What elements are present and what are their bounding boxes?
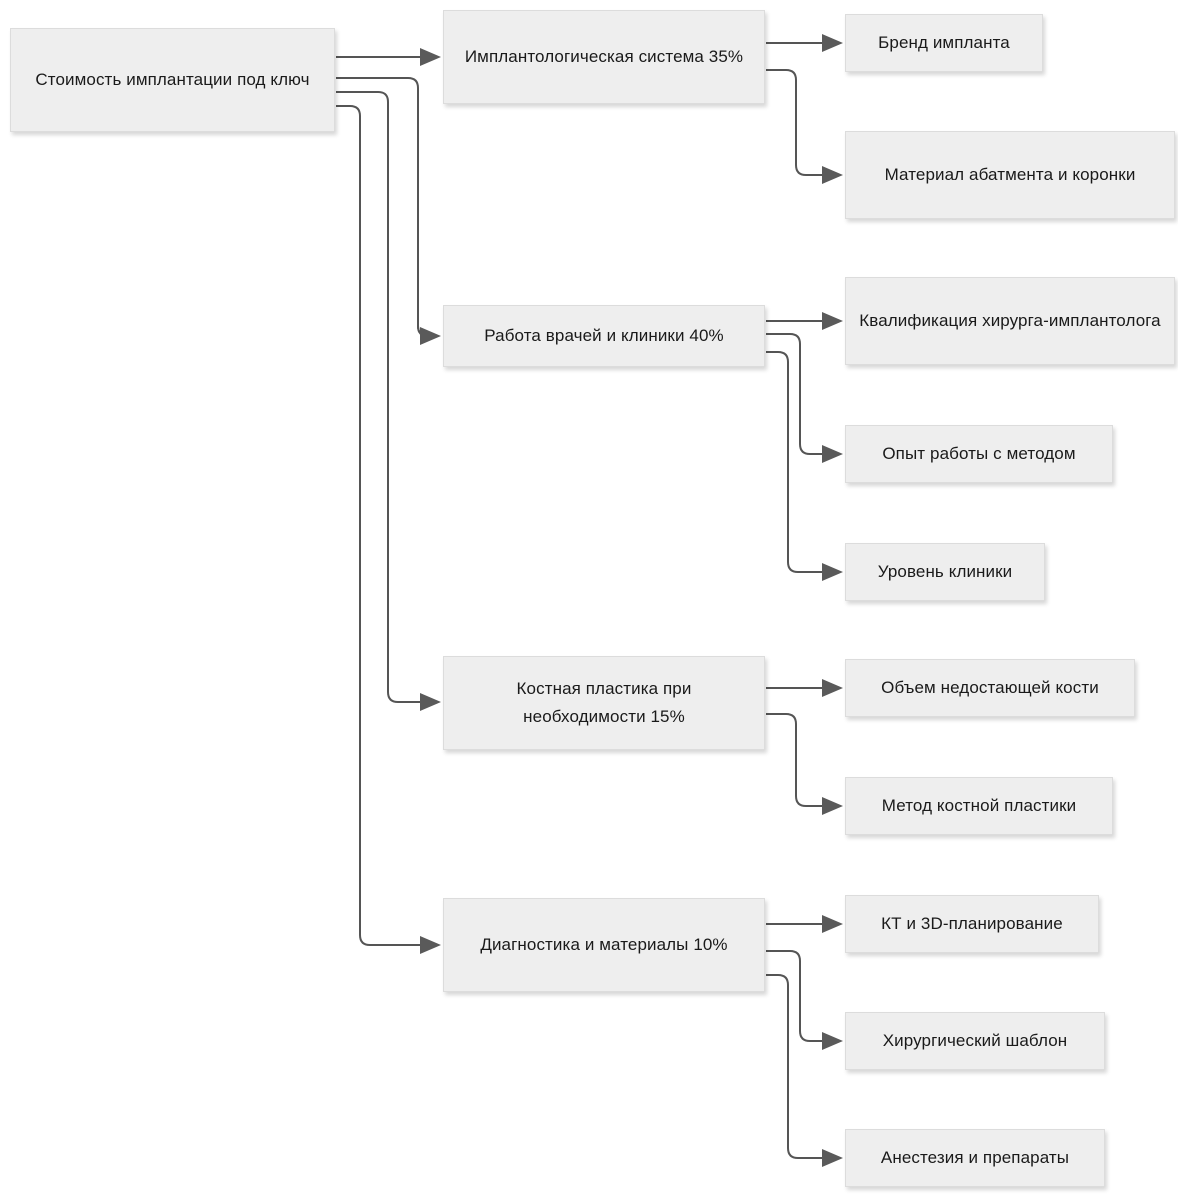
node-leaf-surgical-guide-label: Хирургический шаблон <box>882 1031 1068 1051</box>
edge-doctors-to-clinic-level <box>766 351 843 581</box>
node-leaf-surgeon-qualification[interactable]: Квалификация хирурга-имплантолога <box>845 277 1175 365</box>
node-root-cost-turnkey[interactable]: Стоимость имплантации под ключ <box>10 28 335 132</box>
node-branch-diagnostics-materials[interactable]: Диагностика и материалы 10% <box>443 898 765 992</box>
node-leaf-missing-bone-volume-label: Объем недостающей кости <box>881 678 1099 698</box>
node-branch-bone-grafting[interactable]: Костная пластика при необходимости 15% <box>443 656 765 750</box>
node-leaf-bone-grafting-method[interactable]: Метод костной пластики <box>845 777 1113 835</box>
node-leaf-missing-bone-volume[interactable]: Объем недостающей кости <box>845 659 1135 717</box>
edge-diagnostics-to-guide <box>766 950 843 1050</box>
node-leaf-abutment-crown-material-label: Материал абатмента и коронки <box>884 165 1136 185</box>
node-leaf-anesthesia-drugs[interactable]: Анестезия и препараты <box>845 1129 1105 1187</box>
node-leaf-implant-brand-label: Бренд импланта <box>878 33 1010 53</box>
edge-implant-system-to-abutment <box>766 69 843 184</box>
edge-diagnostics-to-anesthesia <box>766 974 843 1167</box>
node-leaf-clinic-level[interactable]: Уровень клиники <box>845 543 1045 601</box>
node-branch-implant-system-label: Имплантологическая система 35% <box>464 47 744 67</box>
node-leaf-method-experience[interactable]: Опыт работы с методом <box>845 425 1113 483</box>
node-leaf-ct-3d-planning-label: КТ и 3D-планирование <box>881 914 1063 934</box>
edge-doctors-to-qualification <box>766 312 843 330</box>
node-leaf-surgeon-qualification-label: Квалификация хирурга-имплантолога <box>859 311 1161 331</box>
edge-root-to-diagnostics <box>336 105 441 954</box>
node-leaf-clinic-level-label: Уровень клиники <box>877 562 1013 582</box>
node-branch-doctors-clinic-label: Работа врачей и клиники 40% <box>484 326 724 346</box>
node-leaf-bone-grafting-method-label: Метод костной пластики <box>881 796 1077 816</box>
edge-doctors-to-experience <box>766 333 843 463</box>
node-branch-doctors-clinic[interactable]: Работа врачей и клиники 40% <box>443 305 765 367</box>
node-leaf-implant-brand[interactable]: Бренд импланта <box>845 14 1043 72</box>
edge-root-to-bone-grafting <box>336 91 441 711</box>
node-branch-diagnostics-materials-label: Диагностика и материалы 10% <box>480 935 728 955</box>
node-leaf-ct-3d-planning[interactable]: КТ и 3D-планирование <box>845 895 1099 953</box>
node-leaf-abutment-crown-material[interactable]: Материал абатмента и коронки <box>845 131 1175 219</box>
node-leaf-surgical-guide[interactable]: Хирургический шаблон <box>845 1012 1105 1070</box>
edge-root-to-implant-system <box>336 48 441 66</box>
node-leaf-method-experience-label: Опыт работы с методом <box>882 444 1076 464</box>
node-leaf-anesthesia-drugs-label: Анестезия и препараты <box>880 1148 1070 1168</box>
edge-diagnostics-to-ct <box>766 915 843 933</box>
edge-implant-system-to-brand <box>766 34 843 52</box>
node-branch-implant-system[interactable]: Имплантологическая система 35% <box>443 10 765 104</box>
node-branch-bone-grafting-label: Костная пластика при необходимости 15% <box>516 679 692 726</box>
edge-bone-to-volume <box>766 679 843 697</box>
edge-root-to-doctors-clinic <box>336 77 441 345</box>
node-root-label: Стоимость имплантации под ключ <box>35 70 310 90</box>
edge-bone-to-method <box>766 713 843 815</box>
